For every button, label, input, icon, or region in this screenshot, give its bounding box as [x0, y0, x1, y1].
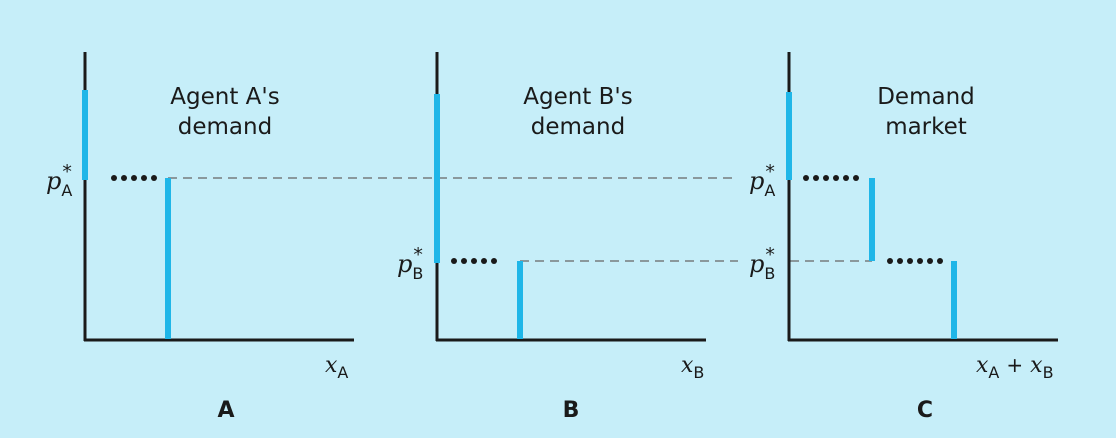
dot [471, 258, 477, 264]
dot [111, 175, 117, 181]
dot [151, 175, 157, 181]
panel-c-title-line-2: market [885, 114, 967, 140]
dot [937, 258, 943, 264]
panel-a: Agent A's demand pA* xA A [46, 52, 354, 423]
panel-c-x-label: xA+xB [976, 353, 1054, 382]
panel-b-title-line-1: Agent B's [523, 84, 632, 110]
panel-b-x-label: xB [681, 353, 704, 382]
dot [833, 175, 839, 181]
panel-b-dotted-line [451, 258, 497, 264]
panel-b-title-line-2: demand [531, 114, 625, 140]
panel-a-letter: A [217, 398, 234, 423]
panel-c-price-label-pB: pB* [749, 244, 775, 283]
panel-c-dotted-line-upper [803, 175, 859, 181]
dot [843, 175, 849, 181]
dot [887, 258, 893, 264]
dot [491, 258, 497, 264]
panel-c-price-label-pA: pA* [749, 161, 775, 200]
panel-c-letter: C [917, 398, 933, 423]
panel-a-title-line-2: demand [178, 114, 272, 140]
dot [461, 258, 467, 264]
panel-c-title-line-1: Demand [877, 84, 975, 110]
panel-c: Demand market pA* pB* xA+xB C [749, 52, 1058, 423]
dot [451, 258, 457, 264]
dot [121, 175, 127, 181]
panel-c-dotted-line-lower [887, 258, 943, 264]
dot [813, 175, 819, 181]
dot [141, 175, 147, 181]
panel-a-title-line-1: Agent A's [170, 84, 279, 110]
panel-a-dotted-line [111, 175, 157, 181]
dot [917, 258, 923, 264]
dot [927, 258, 933, 264]
panel-a-price-label-pA: pA* [46, 161, 72, 200]
dot [481, 258, 487, 264]
panel-b-letter: B [563, 398, 580, 423]
dot [907, 258, 913, 264]
dot [853, 175, 859, 181]
dot [803, 175, 809, 181]
dot [897, 258, 903, 264]
panel-a-x-label: xA [325, 353, 348, 382]
panel-b-price-label-pB: pB* [397, 244, 423, 283]
panel-b: Agent B's demand pB* xB B [397, 52, 706, 423]
dot [823, 175, 829, 181]
dot [131, 175, 137, 181]
